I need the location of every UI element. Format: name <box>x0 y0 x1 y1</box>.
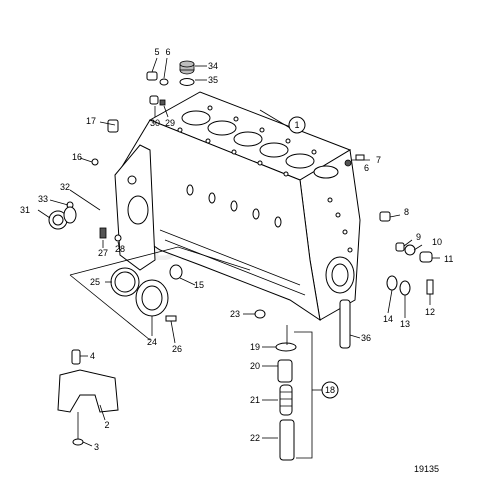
callout-label: 28 <box>115 244 125 254</box>
callout-label: 1 <box>294 120 299 130</box>
callout-labels: 1 5 6 34 35 17 30 29 7 6 16 32 33 31 27 … <box>20 47 453 452</box>
drawing-number: 19135 <box>414 464 439 474</box>
timing-plate <box>114 144 156 271</box>
callout-label: 21 <box>250 395 260 405</box>
callout-label: 13 <box>400 319 410 329</box>
callout-label: 11 <box>444 254 453 264</box>
callout-label: 19 <box>250 342 260 352</box>
loose-parts <box>48 60 434 461</box>
callout-label: 22 <box>250 433 260 443</box>
callout-label: 3 <box>94 442 99 452</box>
callout-label: 31 <box>20 205 30 215</box>
callout-label: 32 <box>60 182 70 192</box>
callout-label: 4 <box>90 351 95 361</box>
callout-label: 6 <box>364 163 369 173</box>
callout-label: 20 <box>250 361 260 371</box>
callout-label: 6 <box>165 47 170 57</box>
callout-label: 5 <box>154 47 159 57</box>
callout-label: 2 <box>104 420 109 430</box>
callout-label: 26 <box>172 344 182 354</box>
callout-label: 25 <box>90 277 100 287</box>
callout-label: 9 <box>416 232 421 242</box>
callout-label: 23 <box>230 309 240 319</box>
callout-circle-18 <box>321 381 339 399</box>
callout-label: 36 <box>361 333 371 343</box>
callout-label: 17 <box>86 116 96 126</box>
callout-label: 15 <box>194 280 204 290</box>
callout-label: 29 <box>165 118 175 128</box>
leader-lines <box>37 57 440 459</box>
callout-label: 33 <box>38 194 48 204</box>
callout-label: 14 <box>383 314 393 324</box>
callout-circle-1 <box>288 116 306 134</box>
callout-label: 7 <box>376 155 381 165</box>
engine-block <box>119 91 361 322</box>
callout-label: 12 <box>425 307 435 317</box>
callout-label: 24 <box>147 337 157 347</box>
callout-label: 30 <box>150 118 160 128</box>
callout-label: 16 <box>72 152 82 162</box>
callout-label: 18 <box>325 385 335 395</box>
callout-label: 10 <box>432 237 442 247</box>
callout-label: 27 <box>98 248 108 258</box>
callout-label: 8 <box>404 207 409 217</box>
callout-label: 35 <box>208 75 218 85</box>
callout-label: 34 <box>208 61 218 71</box>
